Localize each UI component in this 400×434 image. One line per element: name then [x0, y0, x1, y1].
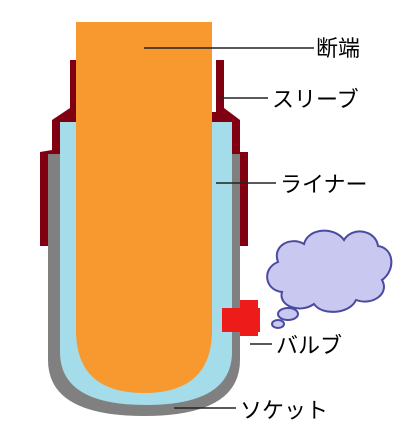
label-valve: バルブ: [276, 334, 342, 359]
stump: [76, 22, 212, 393]
label-stump: 断端: [316, 37, 360, 62]
valve-stem: [240, 300, 258, 336]
label-liner: ライナー: [280, 173, 368, 198]
label-sleeve: スリーブ: [272, 88, 359, 113]
thought-bubble-tiny: [271, 319, 285, 329]
thought-bubble-small: [277, 307, 299, 321]
thought-cloud: [266, 229, 393, 313]
label-socket: ソケット: [240, 399, 328, 424]
